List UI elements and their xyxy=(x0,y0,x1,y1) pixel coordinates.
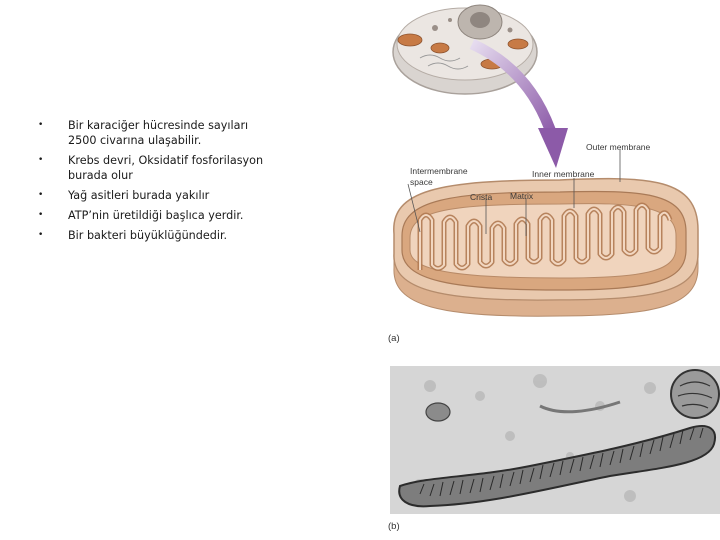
label-intermembrane-space-line1: Intermembrane xyxy=(410,166,468,176)
bullet-marker: • xyxy=(36,118,68,148)
panel-label-a: (a) xyxy=(388,333,400,344)
electron-micrograph xyxy=(390,366,720,514)
panel-label-b: (b) xyxy=(388,521,400,532)
bullet-item: • Yağ asitleri burada yakılır xyxy=(36,188,276,203)
label-matrix: Matrix xyxy=(510,191,533,201)
arrow-icon xyxy=(420,0,600,175)
mitochondrion-figure: Outer membrane Intermembrane space Inner… xyxy=(380,0,720,540)
bullet-text: Bir karaciğer hücresinde sayıları 2500 c… xyxy=(68,118,276,148)
label-outer-membrane: Outer membrane xyxy=(586,142,650,152)
bullet-item: • Bir karaciğer hücresinde sayıları 2500… xyxy=(36,118,276,148)
bullet-item: • ATP’nin üretildiği başlıca yerdir. xyxy=(36,208,276,223)
bullet-item: • Bir bakteri büyüklüğündedir. xyxy=(36,228,276,243)
label-intermembrane-space-line2: space xyxy=(410,177,433,187)
bullet-text: Krebs devri, Oksidatif fosforilasyon bur… xyxy=(68,153,276,183)
bullet-text: Bir bakteri büyüklüğündedir. xyxy=(68,228,276,243)
bullet-marker: • xyxy=(36,208,68,223)
label-crista: Crista xyxy=(470,192,492,202)
bullet-marker: • xyxy=(36,188,68,203)
bullet-marker: • xyxy=(36,228,68,243)
bullet-marker: • xyxy=(36,153,68,183)
bullet-item: • Krebs devri, Oksidatif fosforilasyon b… xyxy=(36,153,276,183)
bullet-list: • Bir karaciğer hücresinde sayıları 2500… xyxy=(36,118,276,248)
label-inner-membrane: Inner membrane xyxy=(532,169,594,179)
bullet-text: Yağ asitleri burada yakılır xyxy=(68,188,276,203)
bullet-text: ATP’nin üretildiği başlıca yerdir. xyxy=(68,208,276,223)
